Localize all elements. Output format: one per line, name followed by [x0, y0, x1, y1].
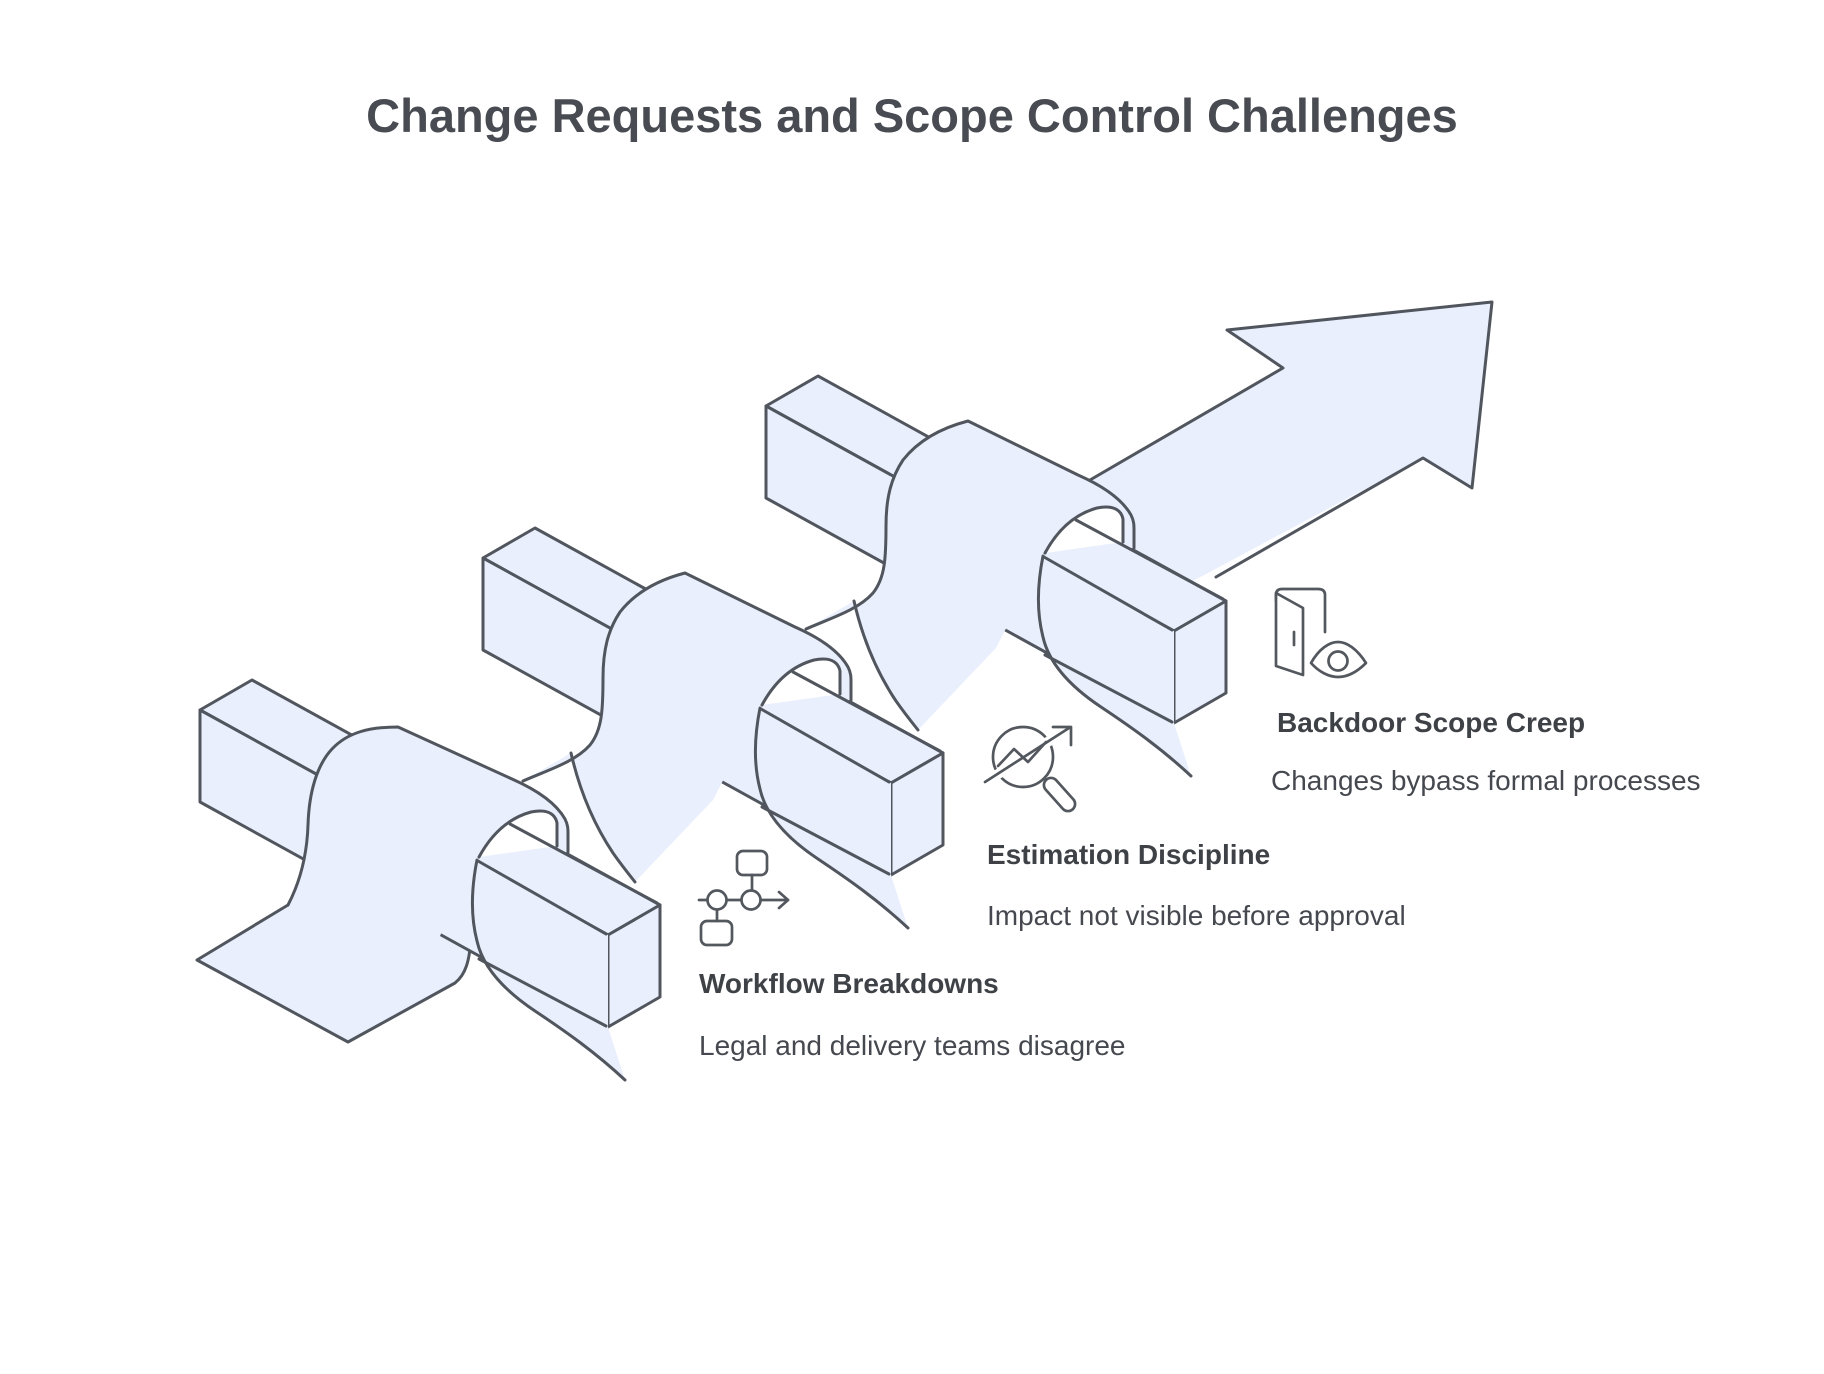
item-1-description: Legal and delivery teams disagree [699, 1030, 1126, 1061]
workflow-flowchart-icon [697, 849, 790, 947]
item-2-title: Estimation Discipline [987, 839, 1271, 870]
item-3-description: Changes bypass formal processes [1271, 765, 1701, 796]
ribbon-gap-3 [1045, 507, 1123, 553]
trend-magnifier-icon [983, 725, 1077, 813]
eye-iris [1327, 650, 1349, 672]
item-1-title: Workflow Breakdowns [699, 968, 999, 999]
ribbon-drape-2 [755, 708, 908, 928]
page-title: Change Requests and Scope Control Challe… [366, 89, 1458, 142]
arrow-shaft-and-head [1080, 300, 1494, 620]
ribbon-drape-1 [472, 860, 625, 1080]
item-3-title: Backdoor Scope Creep [1277, 707, 1586, 738]
ribbon-hump-2 [521, 571, 942, 930]
ribbon-gap-2 [762, 659, 840, 705]
door-eye-icon [1274, 587, 1368, 679]
magnifier-handle [1042, 776, 1077, 813]
ribbon-hump-3 [804, 419, 1225, 778]
ribbon-drape-3 [1038, 556, 1191, 776]
door-leaf [1274, 591, 1305, 677]
ribbon-gap-1 [479, 811, 557, 857]
eye-outline [1309, 640, 1368, 679]
item-2-description: Impact not visible before approval [987, 900, 1406, 931]
ribbon-hump-1 [286, 725, 659, 1082]
